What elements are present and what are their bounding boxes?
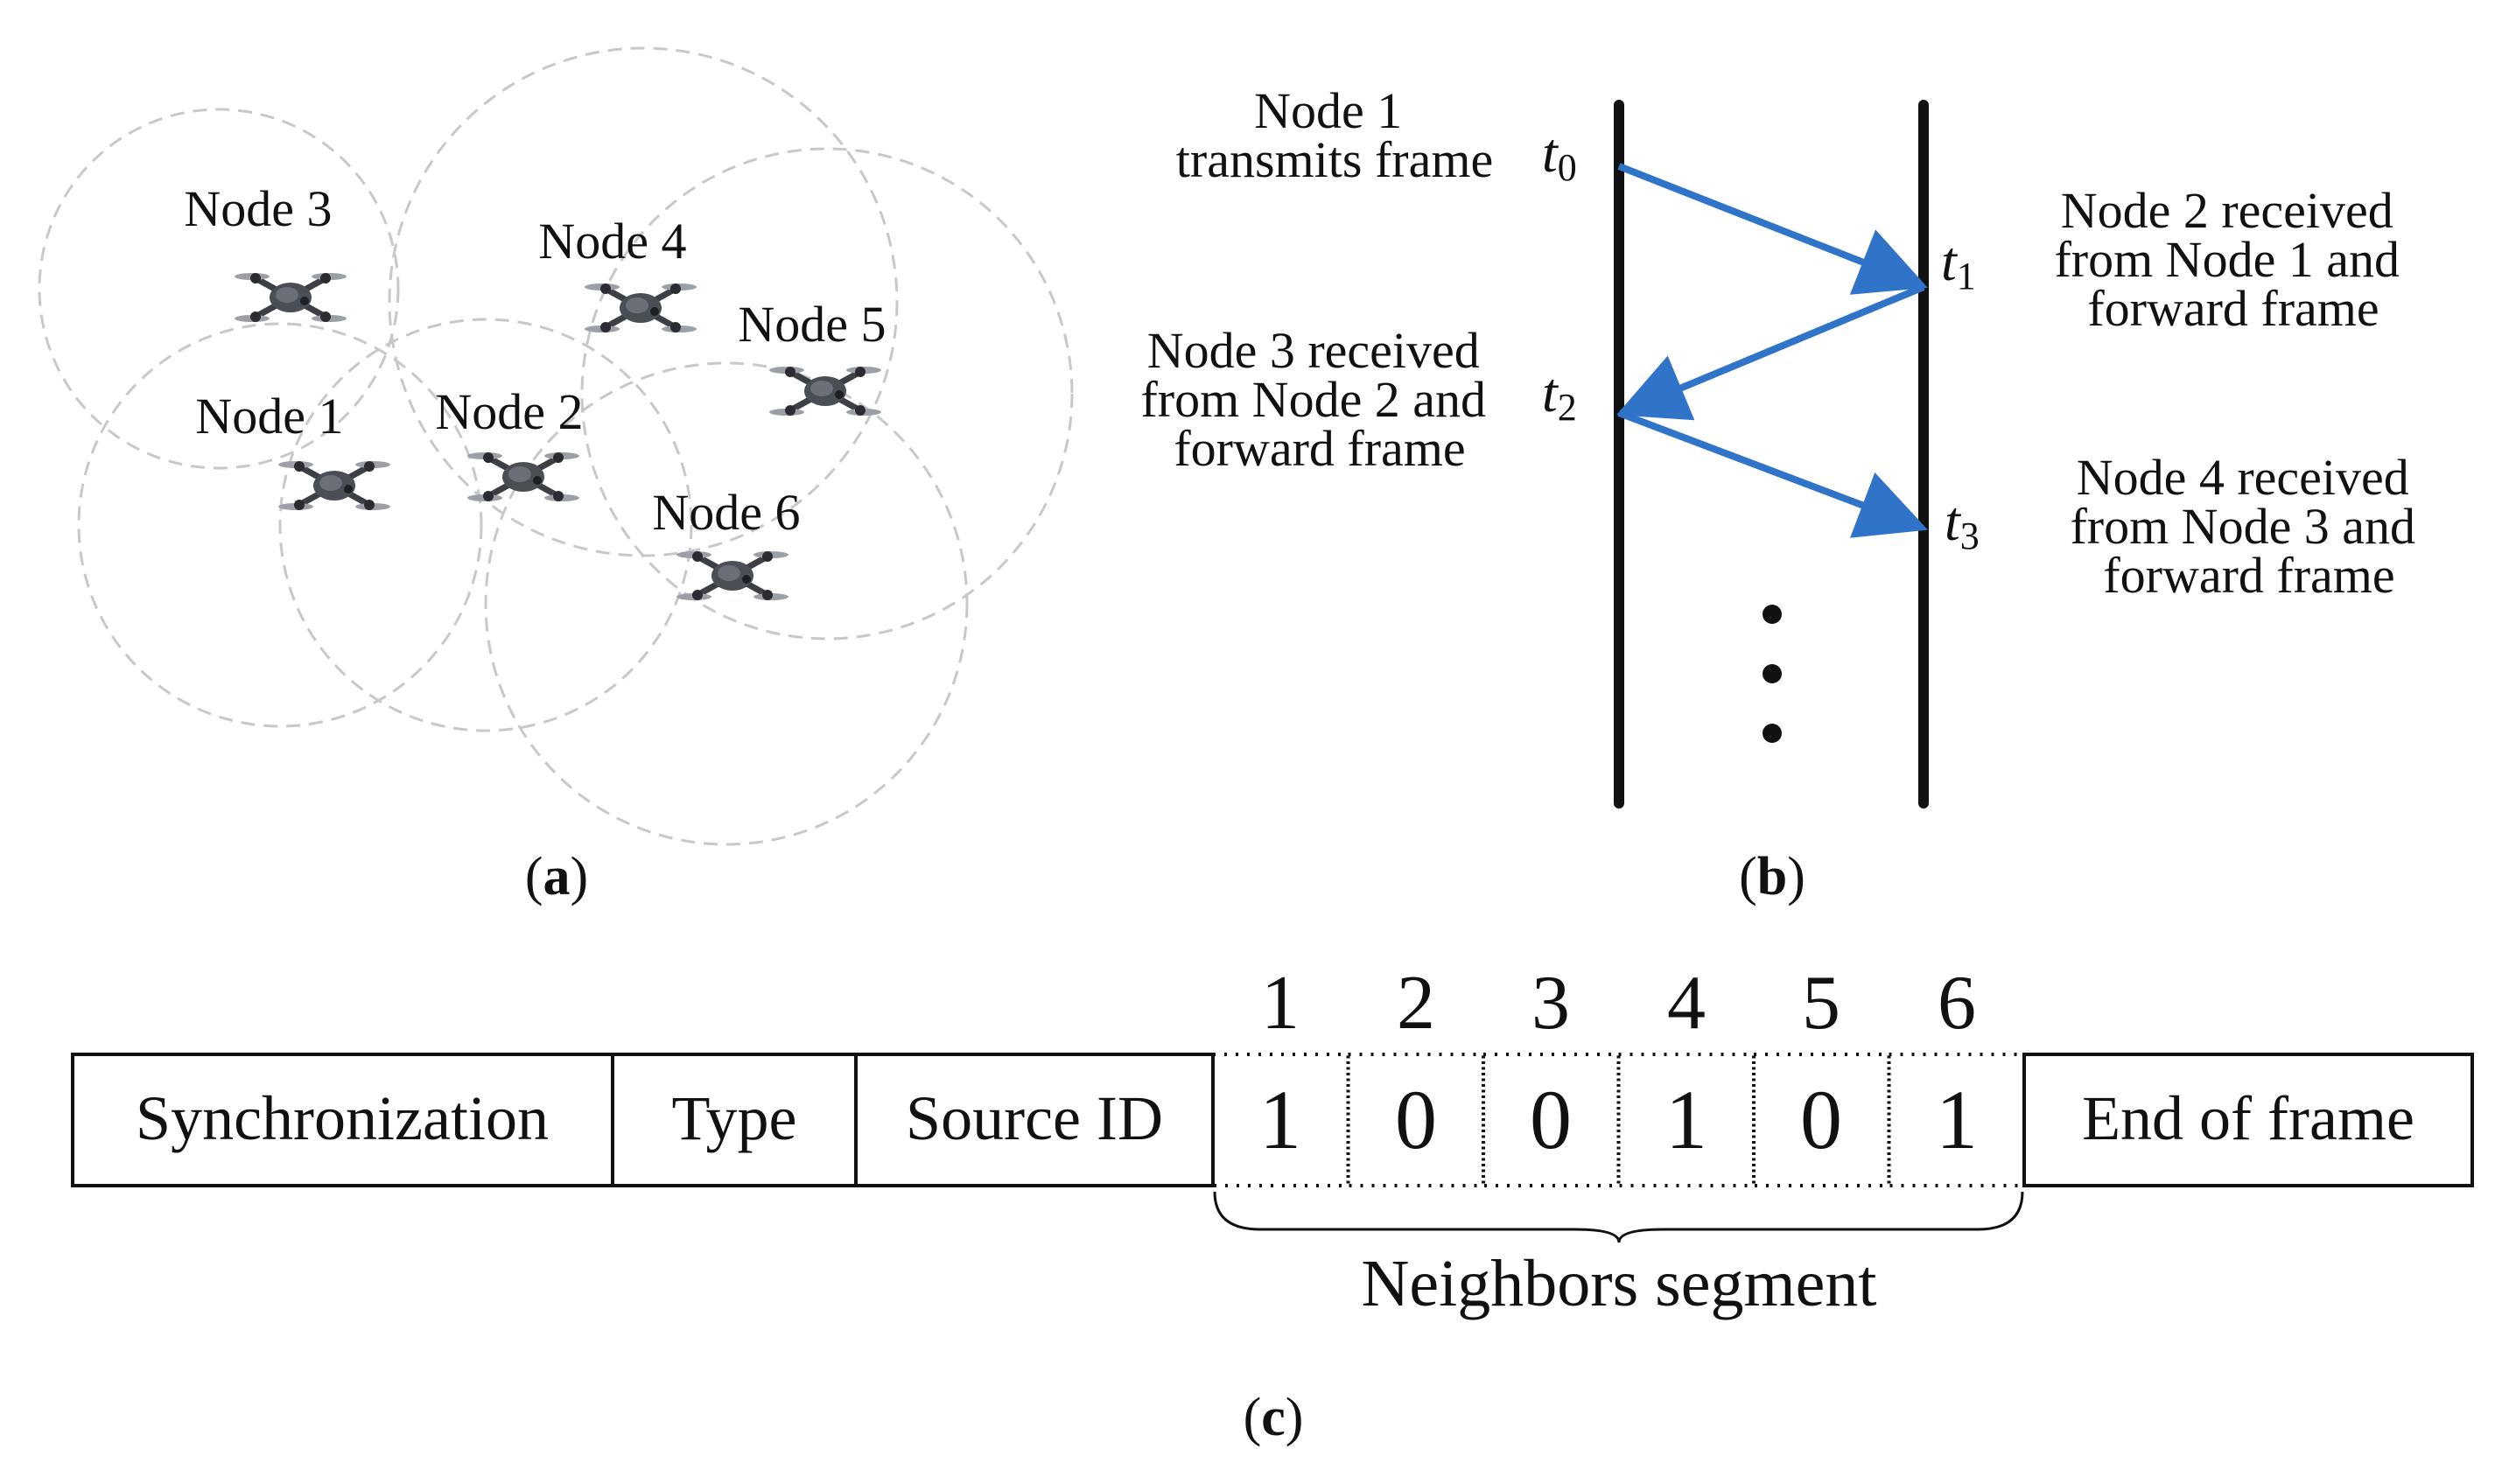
neighbor-index: 4: [1667, 961, 1706, 1046]
coverage-circles: [38, 46, 1074, 846]
neighbor-index: 6: [1938, 961, 1976, 1046]
time-label: t1: [1941, 230, 1976, 298]
caption-b: (b): [1739, 847, 1805, 906]
frame-arrow: [1617, 163, 1928, 295]
node-labels: Node 3 Node 1 Node 2 Node 4 Node 5 Node …: [184, 180, 886, 541]
frame-format: Synchronization Type Source ID End of fr…: [71, 961, 2474, 1187]
node-label: Node 3: [184, 180, 332, 237]
frame-arrow: [1616, 284, 1925, 421]
neighbor-index: 3: [1531, 961, 1570, 1046]
ellipsis-dot: [1763, 605, 1782, 624]
time-label: t2: [1542, 361, 1577, 429]
coverage-circle-node-5: [580, 147, 1074, 640]
coverage-circle-node-6: [484, 361, 969, 846]
time-label: t0: [1542, 122, 1577, 189]
node-label: Node 2: [435, 383, 583, 440]
neighbor-bit: 1: [1936, 1073, 1978, 1166]
drone-icon: [278, 461, 390, 510]
neighbor-cell: [1346, 1053, 1485, 1187]
field-label: End of frame: [2082, 1083, 2414, 1153]
drone-icon: [676, 551, 788, 600]
time-labels: t0 t1 t2 t3: [1542, 122, 1980, 557]
event-description: Node 1 transmits frame: [1176, 82, 1493, 188]
drone-icon: [769, 367, 881, 416]
more-steps-dots: [1763, 605, 1782, 743]
neighbor-bit: 0: [1395, 1073, 1437, 1166]
neighbor-index: 5: [1802, 961, 1840, 1046]
neighbor-cell: [1752, 1053, 1891, 1187]
node-label: Node 5: [738, 296, 886, 353]
neighbors-segment-cells: [1211, 1053, 2026, 1187]
coverage-circle-node-2: [278, 318, 693, 732]
frame-arrows: [1616, 163, 1928, 538]
field-end-of-frame: [2022, 1053, 2474, 1187]
drone-icon: [467, 452, 579, 501]
neighbor-bit: 1: [1259, 1073, 1301, 1166]
ellipsis-dot: [1763, 724, 1782, 743]
neighbor-cell: [1887, 1053, 2026, 1187]
node-label: Node 1: [195, 388, 343, 444]
event-description: Node 2 received from Node 1 and forward …: [2054, 182, 2412, 337]
segment-brace: [1213, 1191, 2024, 1243]
panel-c: Synchronization Type Source ID End of fr…: [71, 961, 2474, 1447]
node-label: Node 4: [538, 213, 686, 270]
coverage-circle-node-3: [38, 108, 400, 470]
field-label: Source ID: [906, 1083, 1163, 1153]
panel-a: Node 3 Node 1 Node 2 Node 4 Node 5 Node …: [38, 46, 1074, 906]
neighbor-cell: [1482, 1053, 1621, 1187]
panel-b: t0 t1 t2 t3 Node 1 transmits frame Node …: [1140, 82, 2428, 906]
event-description: Node 3 received from Node 2 and forward …: [1140, 322, 1498, 477]
caption-c: (c): [1244, 1388, 1304, 1447]
neighbor-index: 1: [1261, 961, 1300, 1046]
node-label: Node 6: [652, 484, 800, 541]
time-label: t3: [1945, 490, 1980, 557]
caption-a: (a): [525, 847, 588, 906]
field-label: Synchronization: [136, 1083, 549, 1153]
event-description: Node 4 received from Node 3 and forward …: [2070, 449, 2428, 604]
frame-arrow: [1617, 410, 1928, 538]
drone-icon: [235, 273, 347, 322]
neighbor-bit: 1: [1665, 1073, 1707, 1166]
neighbor-bit: 0: [1530, 1073, 1572, 1166]
neighbor-cell: [1616, 1053, 1756, 1187]
field-label: Type: [672, 1083, 797, 1153]
segment-label: Neighbors segment: [1362, 1247, 1877, 1320]
drone-icon: [585, 284, 697, 332]
ellipsis-dot: [1763, 664, 1782, 683]
event-descriptions: Node 1 transmits frame Node 2 received f…: [1140, 82, 2428, 604]
coverage-circle-node-1: [77, 322, 483, 728]
neighbor-index: 2: [1397, 961, 1435, 1046]
neighbor-bit: 0: [1800, 1073, 1842, 1166]
neighbor-cell: [1211, 1053, 1350, 1187]
